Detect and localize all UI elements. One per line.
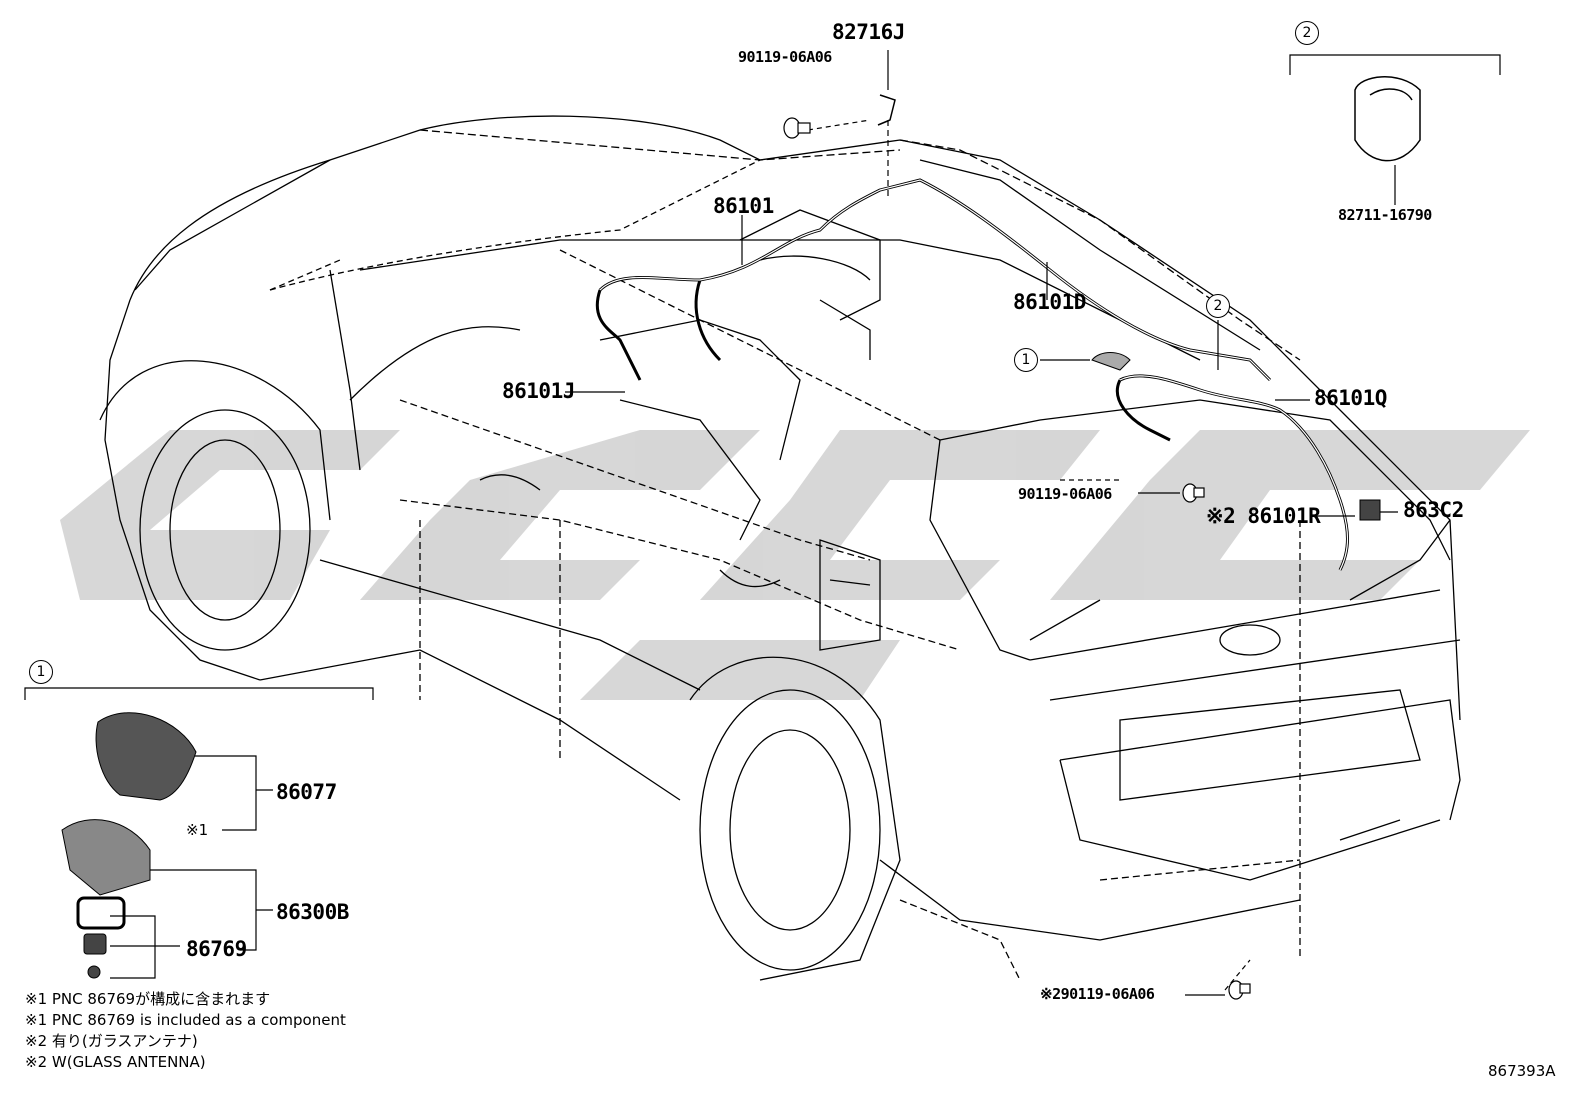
leader-lines — [24, 50, 1501, 996]
footnote-2-en: ※2 W(GLASS ANTENNA) — [25, 1053, 206, 1071]
part-label-86101: 86101 — [713, 194, 774, 218]
illustration-number: 867393A — [1488, 1062, 1556, 1080]
part-label-86769: 86769 — [186, 937, 247, 961]
footnote-1-en: ※1 PNC 86769 is included as a component — [25, 1011, 346, 1029]
part-label-90119-06A06-top: 90119-06A06 — [738, 48, 832, 66]
part-label-82716J: 82716J — [832, 20, 905, 44]
footnote-1-ja: ※1 PNC 86769が構成に含まれます — [25, 990, 271, 1008]
part-label-90119-06A06-mid: 90119-06A06 — [1018, 485, 1112, 503]
footnote-2-ja: ※2 有り(ガラスアンテナ) — [25, 1032, 198, 1050]
callout-circle-1-detail: 1 — [29, 660, 53, 684]
callout-circle-2-top: 2 — [1295, 21, 1319, 45]
part-label-86101J: 86101J — [502, 379, 575, 403]
part-label-86101D: 86101D — [1013, 290, 1086, 314]
callout-circle-2-hatch: 2 — [1206, 294, 1230, 318]
car-outline — [99, 115, 1461, 981]
part-label-86101R: ※2 86101R — [1206, 504, 1321, 528]
part-illustrations — [61, 76, 1421, 1000]
part-label-86101Q: 86101Q — [1314, 386, 1387, 410]
part-note-86077: ※1 — [186, 821, 209, 839]
callout-circle-1-roof: 1 — [1014, 348, 1038, 372]
part-label-90119-06A06-bottom: ※290119-06A06 — [1040, 985, 1155, 1003]
part-label-86300B: 86300B — [276, 900, 349, 924]
part-label-863C2: 863C2 — [1403, 498, 1464, 522]
part-label-86077: 86077 — [276, 780, 337, 804]
watermark-logo — [60, 430, 1530, 700]
part-label-82711-16790: 82711-16790 — [1338, 206, 1432, 224]
